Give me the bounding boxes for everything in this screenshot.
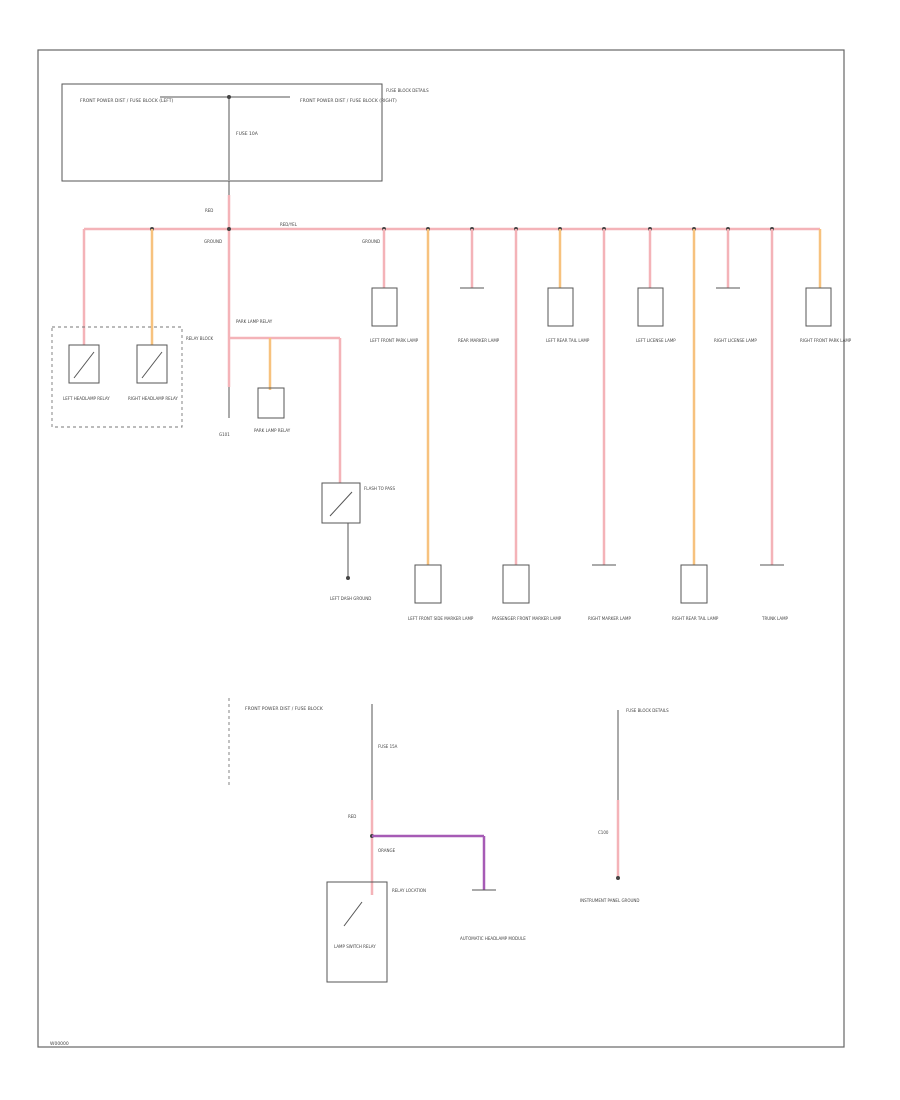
park-relay-lamp xyxy=(257,387,285,419)
main-wire-code: RED xyxy=(205,208,213,213)
bottom-fuse-block-label: FRONT POWER DIST / FUSE BLOCK xyxy=(245,706,324,712)
diagram-frame xyxy=(37,49,845,1048)
fuse-block-side-label: FUSE BLOCK DETAILS xyxy=(386,88,429,93)
lamp-lower-5-label: TRUNK LAMP xyxy=(761,616,789,621)
g101-label: G101 xyxy=(219,432,230,437)
bottom-right-ground: FUSE BLOCK DETAILS C100 INSTRUMENT PANEL… xyxy=(580,708,669,903)
relay-location-label: RELAY LOCATION xyxy=(392,888,426,893)
flash-switch-contact xyxy=(329,491,353,517)
bottom-wire-code: RED xyxy=(348,814,356,819)
lamp-upper-1 xyxy=(371,287,398,327)
relay-block-outline xyxy=(51,326,183,428)
bus-right-label: GROUND xyxy=(362,239,380,244)
right-headlamp-relay-label: RIGHT HEADLAMP RELAY xyxy=(128,396,178,401)
lamp-lower-2 xyxy=(502,564,530,604)
flash-switch-label: FLASH TO PASS xyxy=(364,486,395,491)
lamp-lower-4 xyxy=(680,564,708,604)
lamp-upper-2-label: REAR MARKER LAMP xyxy=(458,338,500,343)
lamp-lower-2-label: PASSENGER FRONT MARKER LAMP xyxy=(492,616,562,621)
lamp-upper-5-label: RIGHT LICENSE LAMP xyxy=(714,338,757,343)
right-ground-node xyxy=(616,876,620,880)
right-ground-label: INSTRUMENT PANEL GROUND xyxy=(580,898,640,903)
splice-left-label: GROUND xyxy=(204,239,222,244)
lamp-lower-1-label: LEFT FRONT SIDE MARKER LAMP xyxy=(408,616,474,621)
bottom-fuse-section: FRONT POWER DIST / FUSE BLOCK FUSE 15A R… xyxy=(228,698,526,983)
lamp-upper-3 xyxy=(547,287,574,327)
lamp-upper-6-label: RIGHT FRONT PARK LAMP xyxy=(800,338,852,343)
lamp-switch-relay-box xyxy=(326,881,388,983)
fuse-block-right-label: FRONT POWER DIST / FUSE BLOCK (RIGHT) xyxy=(300,98,397,104)
lamp-switch-relay-contact xyxy=(343,901,363,927)
right-relay-contact xyxy=(141,351,163,379)
fuse-block-left-label: FRONT POWER DIST / FUSE BLOCK (LEFT) xyxy=(80,98,174,104)
right-fuse-label: FUSE BLOCK DETAILS xyxy=(626,708,669,713)
left-headlamp-relay xyxy=(68,344,100,384)
fuse-block-outline xyxy=(61,83,383,182)
node-main xyxy=(227,227,231,231)
flash-to-pass-switch xyxy=(321,482,361,524)
footer-code: W00000 xyxy=(50,1041,69,1047)
lamp-upper-6 xyxy=(805,287,832,327)
lamp-lower-1 xyxy=(414,564,442,604)
park-lamp-relay-group: PARK LAMP RELAY PARK LAMP RELAY G101 FLA… xyxy=(219,319,395,601)
lamp-upper-4 xyxy=(637,287,664,327)
lamp-upper-3-label: LEFT REAR TAIL LAMP xyxy=(546,338,590,343)
bus-label: RED/YEL xyxy=(280,222,298,227)
switch-ground-node xyxy=(346,576,350,580)
right-headlamp-relay xyxy=(136,344,168,384)
top-fuse-block: FRONT POWER DIST / FUSE BLOCK (LEFT) FRO… xyxy=(61,83,429,182)
bus-node xyxy=(227,95,231,99)
fuse-label: FUSE 10A xyxy=(236,131,259,137)
left-relay-contact xyxy=(73,351,95,379)
left-relay-group: RELAY BLOCK LEFT HEADLAMP RELAY RIGHT HE… xyxy=(51,229,214,428)
lamp-lower-4-label: RIGHT REAR TAIL LAMP xyxy=(672,616,719,621)
right-connector-label: C100 xyxy=(598,830,609,835)
park-relay-label: PARK LAMP RELAY xyxy=(236,319,273,324)
bottom-fuse-label: FUSE 15A xyxy=(378,744,398,749)
left-headlamp-relay-label: LEFT HEADLAMP RELAY xyxy=(63,396,110,401)
switch-ground-label: LEFT DASH GROUND xyxy=(330,596,371,601)
auto-module-label: AUTOMATIC HEADLAMP MODULE xyxy=(460,936,526,941)
lamp-lower-3-label: RIGHT MARKER LAMP xyxy=(588,616,631,621)
orange-wire-label: ORANGE xyxy=(378,848,396,853)
relay-block-label: RELAY BLOCK xyxy=(186,336,214,341)
park-relay-lamp-label: PARK LAMP RELAY xyxy=(254,428,291,433)
lamp-upper-1-label: LEFT FRONT PARK LAMP xyxy=(370,338,419,343)
lamp-upper-4-label: LEFT LICENSE LAMP xyxy=(636,338,676,343)
lamp-switch-relay-label: LAMP SWITCH RELAY xyxy=(334,944,376,949)
